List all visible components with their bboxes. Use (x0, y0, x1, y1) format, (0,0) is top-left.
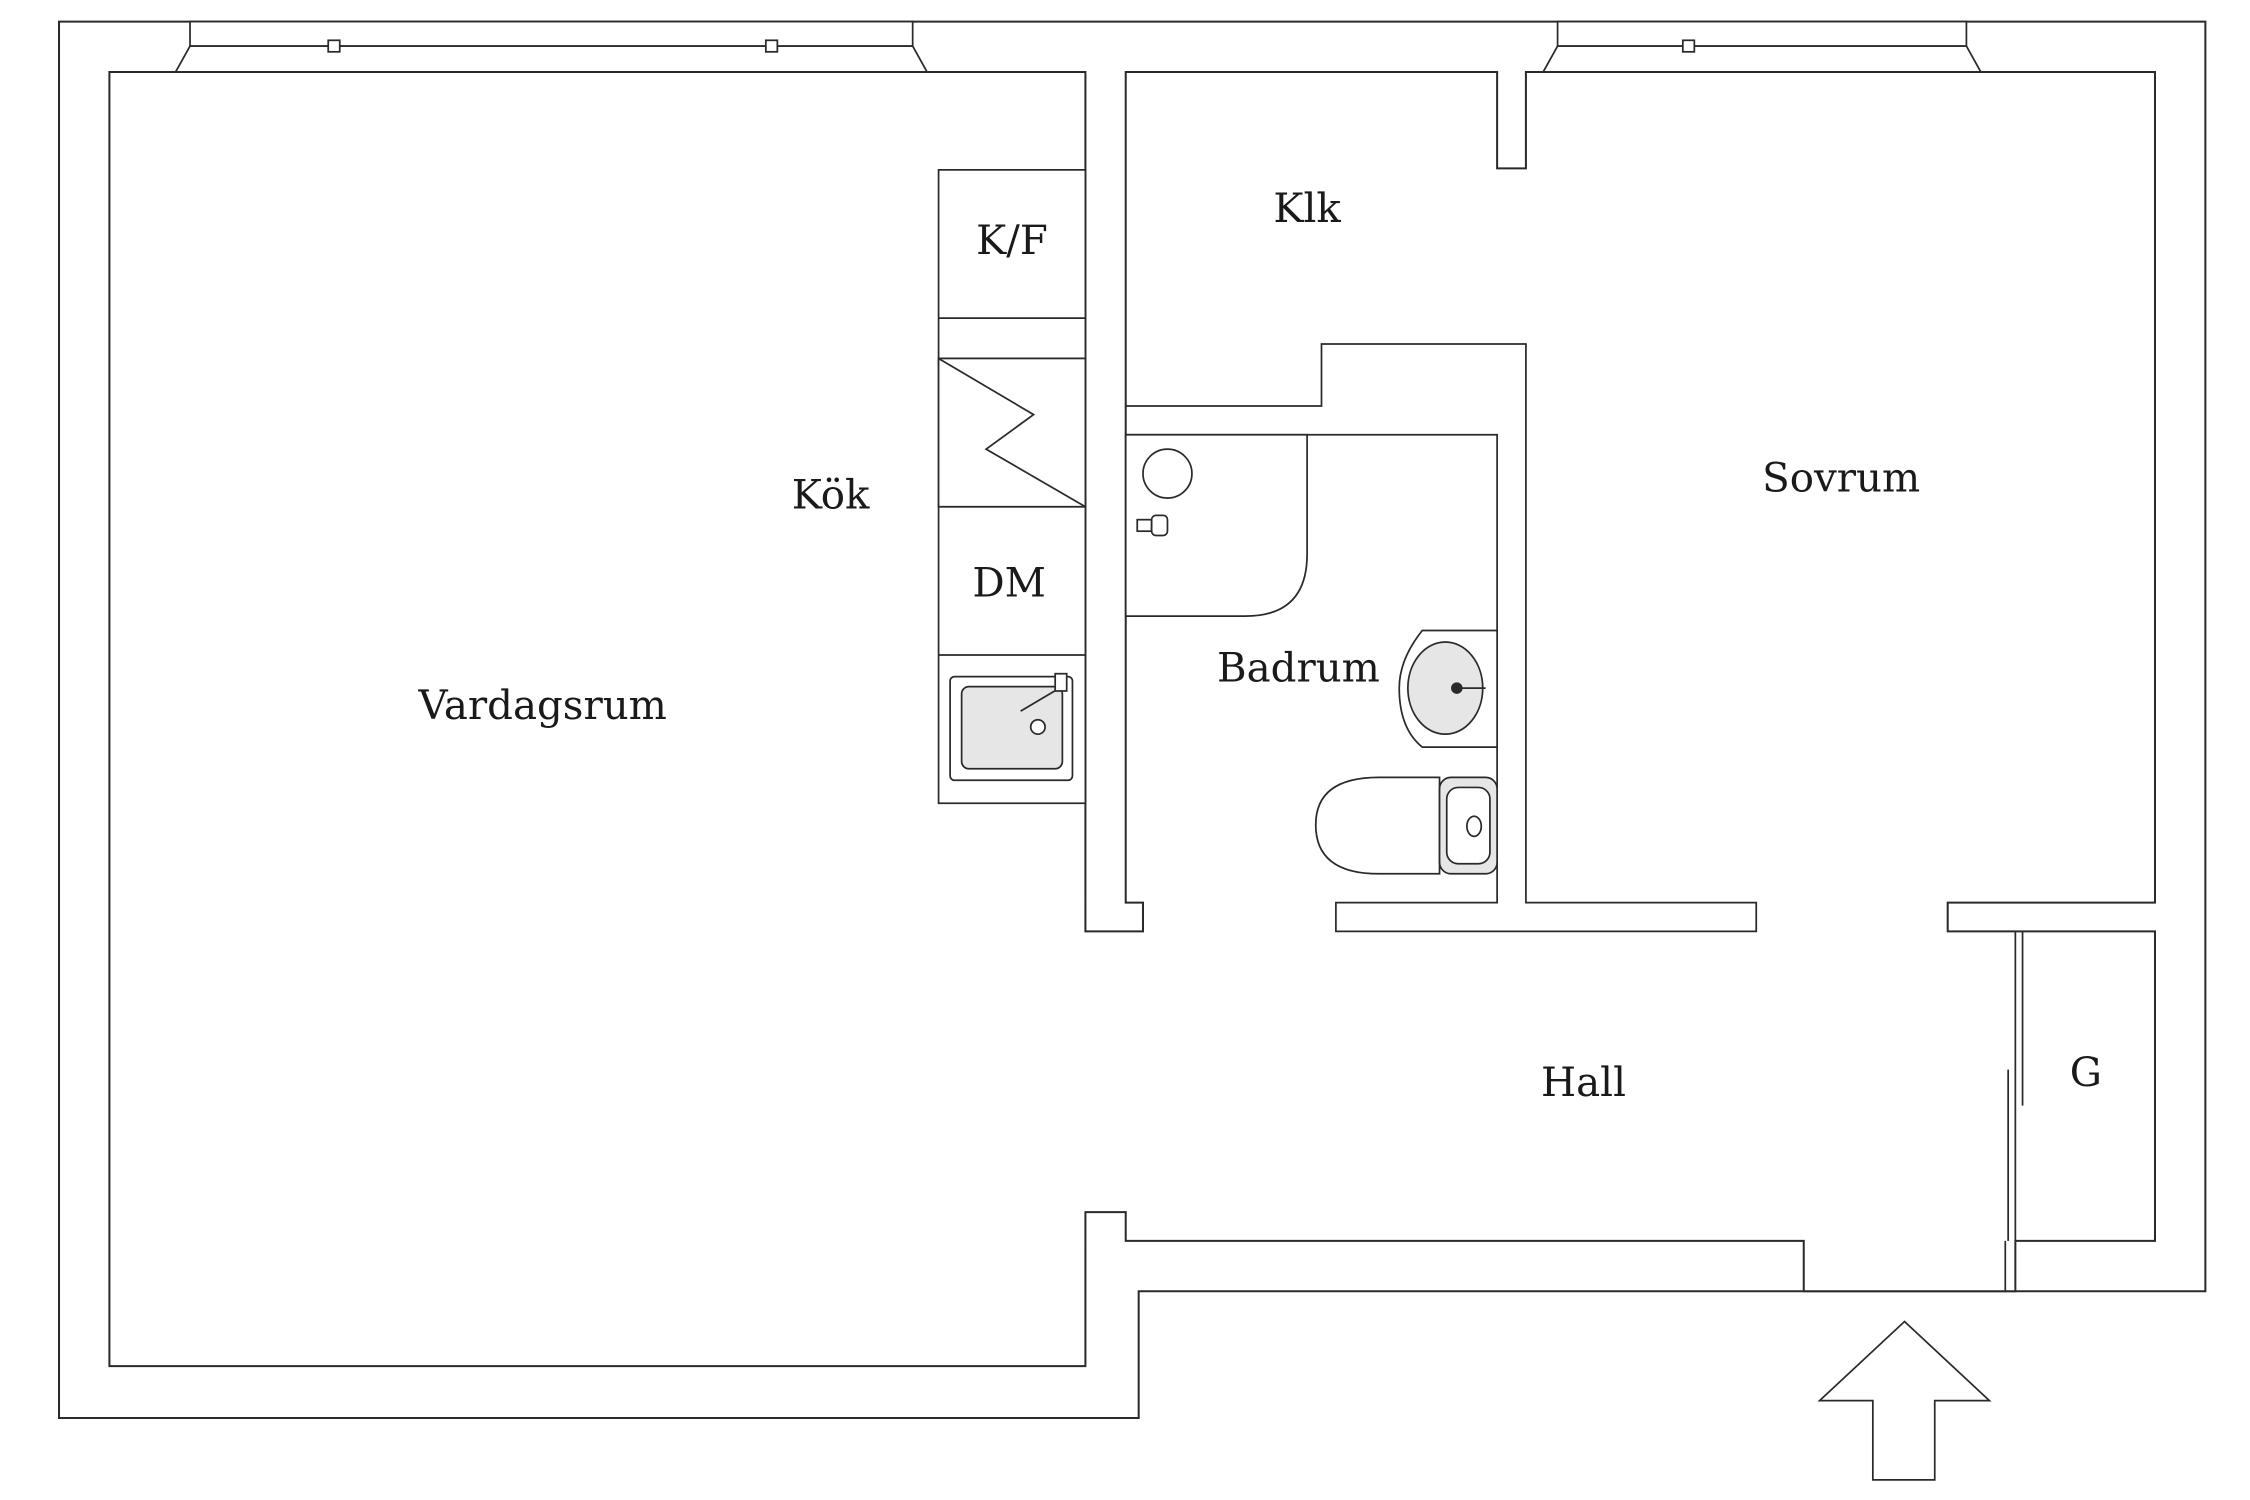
stove-icon (937, 357, 1087, 508)
room-vardagsrum-kok (108, 70, 2156, 1368)
room-label-sovrum: Sovrum (1762, 454, 1920, 501)
room-label-kok: Kök (792, 472, 870, 519)
wall-g-door (2004, 931, 2024, 1292)
entrance-arrow-icon (1817, 1320, 1992, 1481)
room-label-dm: DM (972, 559, 1046, 606)
window-left (174, 20, 928, 73)
shower-icon (1124, 433, 1308, 617)
room-label-klk: Klk (1273, 185, 1341, 232)
window-right (1542, 20, 1982, 73)
room-label-g: G (2070, 1049, 2102, 1096)
toilet-icon (1314, 776, 1498, 875)
room-label-badrum: Badrum (1217, 644, 1380, 691)
room-label-kf: K/F (976, 217, 1048, 264)
kitchen-sink-icon (949, 672, 1074, 782)
washbasin-icon (1398, 629, 1498, 748)
room-label-hall: Hall (1541, 1059, 1626, 1106)
room-label-vardagsrum: Vardagsrum (417, 682, 666, 729)
